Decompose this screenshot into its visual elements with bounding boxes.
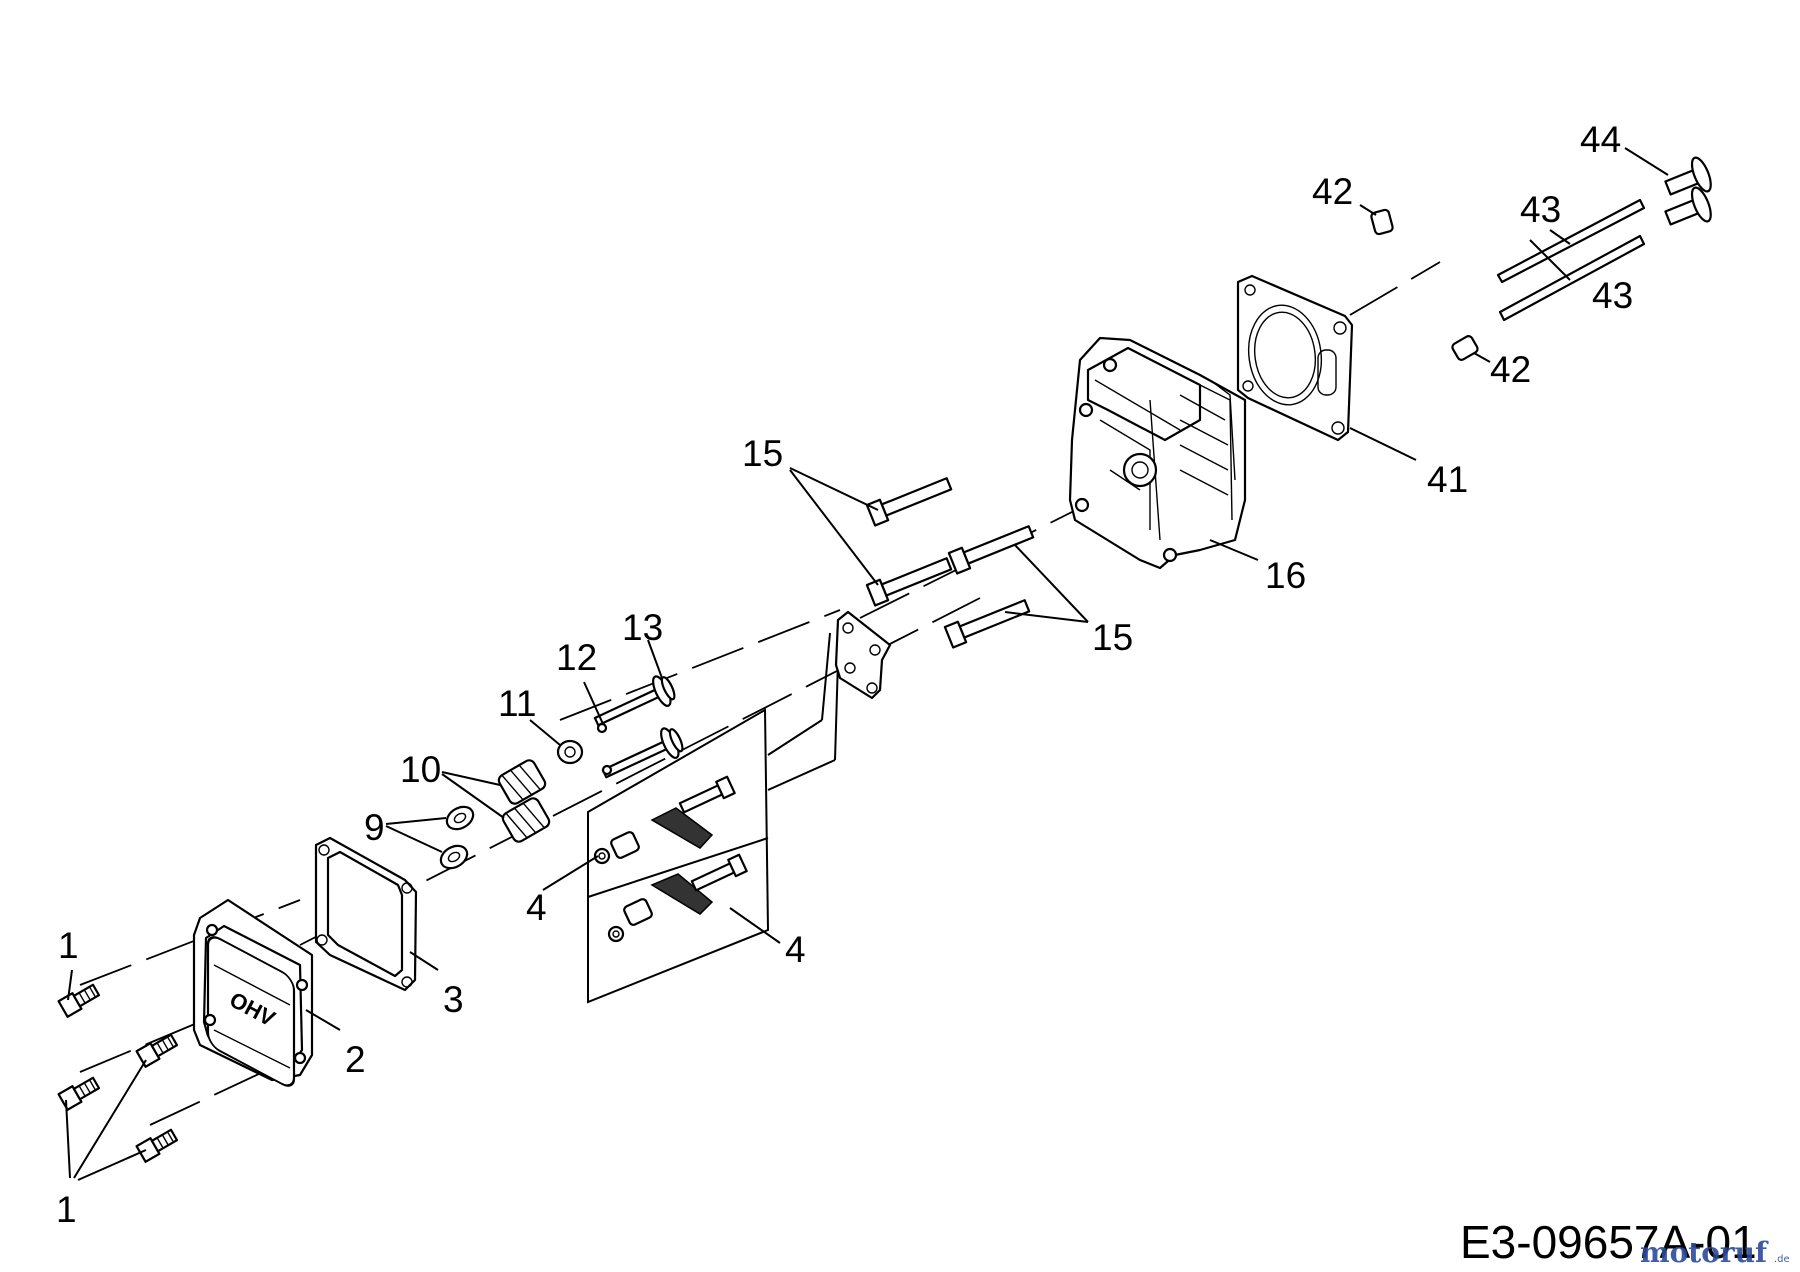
callout-10: 10 (400, 749, 441, 790)
callout-9: 9 (364, 807, 385, 848)
cylinder-head-part-16 (1068, 336, 1247, 570)
callout-15-top: 15 (742, 433, 783, 474)
callout-4-left: 4 (526, 887, 547, 928)
callout-labels: 1 1 2 3 4 4 9 10 11 12 13 15 15 16 41 42… (56, 119, 1633, 1230)
callout-11: 11 (498, 683, 536, 724)
callout-15-bottom: 15 (1092, 617, 1133, 658)
watermark-logo: motoruf .de (1640, 1236, 1790, 1269)
valve-part-13 (593, 675, 684, 779)
valve-cover-part-2: OHV (192, 898, 314, 1087)
drawing-code: E3-09657A-01 (1460, 1216, 1757, 1268)
callout-42-top: 42 (1312, 171, 1353, 212)
callout-41: 41 (1427, 459, 1468, 500)
callout-16: 16 (1265, 555, 1306, 596)
head-bolt-part-15 (865, 477, 1035, 649)
valve-spring-part-10 (497, 759, 551, 843)
rocker-arm-assembly-part-4 (587, 632, 839, 1004)
callout-1-bottom: 1 (56, 1189, 77, 1230)
callout-43-top: 43 (1520, 189, 1561, 230)
spring-retainer-part-9 (439, 805, 475, 870)
leader-lines (65, 147, 1669, 1181)
head-gasket-part-41 (1236, 274, 1354, 442)
callout-43-bottom: 43 (1592, 275, 1633, 316)
valve-keeper-part-12 (596, 722, 613, 776)
dowel-pin-part-42 (1370, 208, 1479, 361)
callout-42-bottom: 42 (1490, 349, 1531, 390)
valve-stem-seal-part-11 (556, 739, 584, 765)
callout-2: 2 (345, 1039, 366, 1080)
callout-4-right: 4 (785, 929, 806, 970)
callout-3: 3 (443, 979, 464, 1020)
pushrod-guide-plate (834, 610, 892, 700)
callout-13: 13 (622, 607, 663, 648)
watermark-suffix: .de (1774, 1254, 1790, 1265)
pushrod-part-43 (1496, 198, 1646, 322)
watermark-text: motoruf (1640, 1236, 1769, 1269)
callout-44: 44 (1580, 119, 1621, 160)
cover-bolt-part-1 (57, 983, 179, 1163)
callout-1-top: 1 (58, 925, 79, 966)
cover-gasket-part-3 (314, 836, 418, 992)
tappet-part-44 (1664, 156, 1712, 226)
callout-12: 12 (556, 637, 597, 678)
